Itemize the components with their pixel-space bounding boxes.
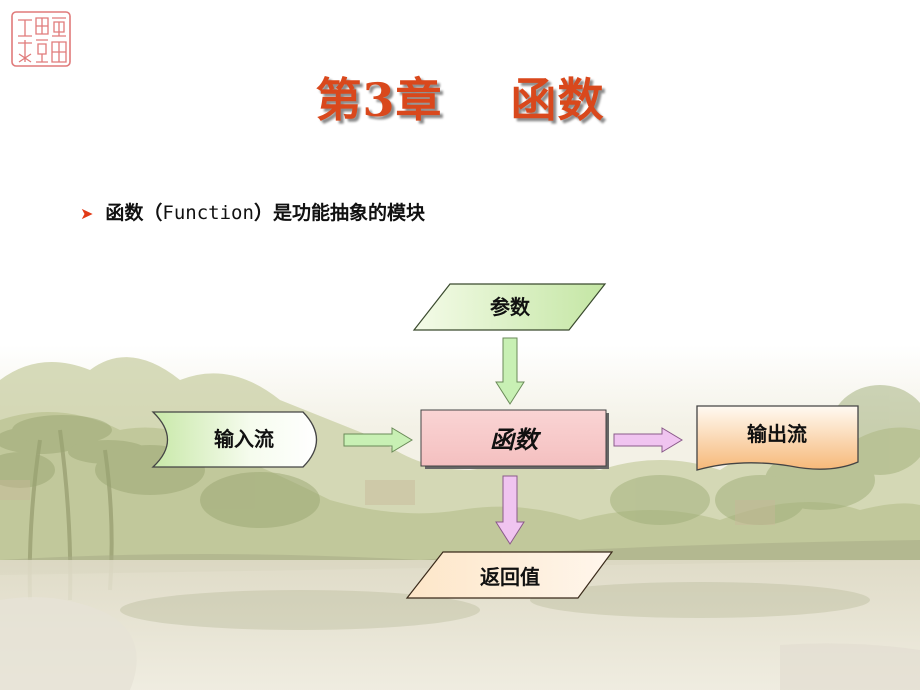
bullet-prefix: 函数（ [105, 202, 163, 224]
slide-title: 第3章 函数 [0, 64, 920, 130]
bullet-term: Function [162, 202, 254, 224]
input-stream-node: 输入流 [151, 411, 317, 468]
function-node: 函数 [420, 409, 609, 469]
input-to-function-arrow [343, 427, 413, 453]
input-stream-label: 输入流 [214, 427, 274, 451]
output-stream-node: 输出流 [696, 405, 859, 471]
chapter-name: 函数 [510, 73, 605, 127]
chapter-number: 第3章 [315, 73, 443, 127]
university-seal-logo [11, 11, 71, 67]
params-label: 参数 [490, 295, 531, 319]
params-to-function-arrow [495, 337, 525, 405]
bullet-arrow-icon: ➤ [80, 204, 94, 223]
return-label: 返回值 [480, 565, 540, 589]
function-to-output-arrow [613, 427, 683, 453]
bullet-suffix: ）是功能抽象的模块 [253, 202, 425, 224]
function-label: 函数 [490, 426, 542, 454]
function-to-return-arrow [495, 475, 525, 545]
bullet-point: ➤ 函数（Function）是功能抽象的模块 [80, 198, 425, 225]
return-node: 返回值 [405, 551, 614, 599]
output-stream-label: 输出流 [747, 422, 807, 446]
params-node: 参数 [412, 283, 607, 331]
